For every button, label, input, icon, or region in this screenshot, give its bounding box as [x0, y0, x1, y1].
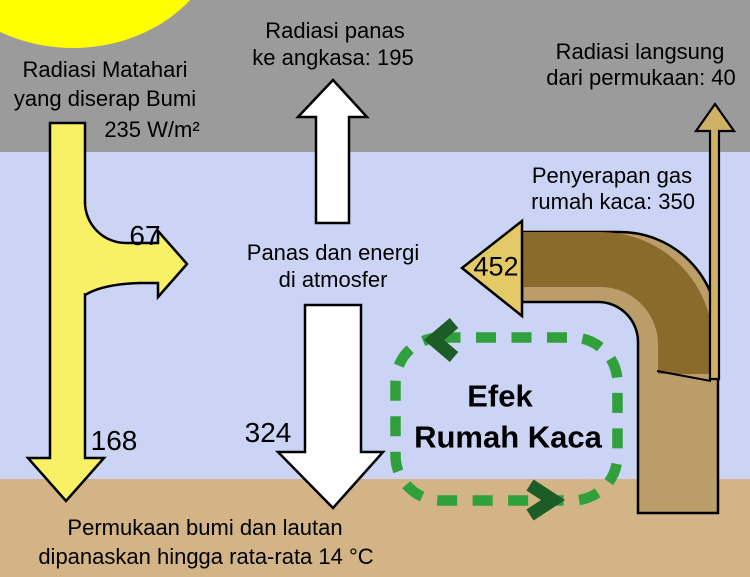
- surface-region: [0, 479, 750, 577]
- label-greenhouse-absorption-line2: rumah kaca: 350: [531, 189, 695, 214]
- branch-junction-erase: [82, 204, 87, 293]
- back-radiation-arrow: [275, 303, 386, 510]
- label-surface-heating-line1: Permukaan bumi dan lautan: [67, 515, 343, 540]
- greenhouse-dashed-box: [390, 332, 623, 506]
- label-solar-absorbed-line1: Radiasi Matahari: [22, 57, 188, 82]
- label-surface-heating-line2: dipanaskan hingga rata-rata 14 °C: [38, 544, 374, 569]
- label-direct-radiation-line1: Radiasi langsung: [555, 39, 725, 64]
- cycle-chevron-left-icon: [423, 318, 459, 362]
- label-direct-radiation-line2: dari permukaan: 40: [546, 65, 736, 90]
- heat-up-arrow: [295, 78, 370, 225]
- reflected-branch-outline: [83, 201, 189, 301]
- label-greenhouse-effect-line2: Rumah Kaca: [414, 419, 602, 455]
- label-atmosphere-heat-line2: di atmosfer: [278, 267, 388, 292]
- label-heat-to-space-line2: ke angkasa: 195: [252, 45, 414, 70]
- direct-ir-arrow: [693, 102, 737, 381]
- label-atmosphere-heat-line1: Panas dan energi: [246, 240, 420, 265]
- label-heat-to-space-line1: Radiasi panas: [265, 18, 405, 43]
- emitted-ir-arrowhead: [459, 218, 524, 319]
- label-solar-absorbed-value: 235 W/m²: [104, 117, 200, 142]
- atmosphere-region: [0, 152, 750, 479]
- reflected-branch-fill: [85, 202, 187, 297]
- label-solar-absorbed-line2: yang diserap Bumi: [13, 86, 197, 111]
- absorbed-ir-band-cut: [656, 370, 712, 382]
- value-reflected-67: 67: [129, 220, 161, 251]
- label-greenhouse-effect-line1: Efek: [467, 378, 533, 414]
- value-surface-emission-452: 452: [473, 251, 519, 282]
- absorbed-ir-band: [522, 232, 713, 374]
- label-greenhouse-absorption-line1: Penyerapan gas: [531, 163, 693, 188]
- cycle-chevron-right-icon: [526, 479, 565, 521]
- value-back-radiation-324: 324: [244, 417, 292, 448]
- value-absorbed-168: 168: [90, 425, 138, 456]
